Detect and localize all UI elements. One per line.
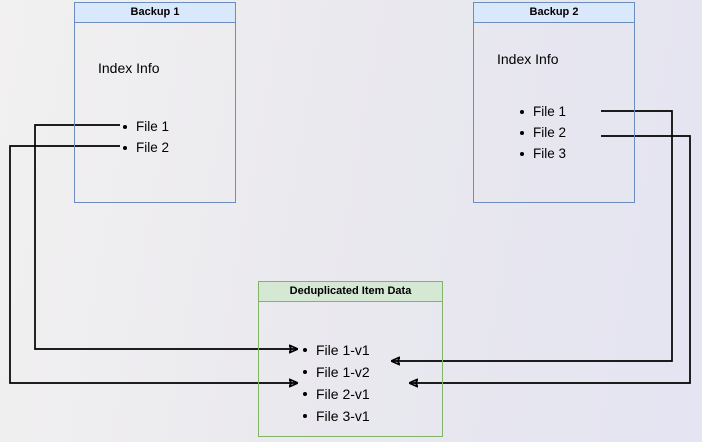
list-item[interactable]: File 1-v1 [300, 339, 370, 361]
list-item[interactable]: File 1 [120, 116, 169, 137]
list-item[interactable]: File 1-v2 [300, 361, 370, 383]
dedup-title: Deduplicated Item Data [289, 285, 412, 297]
backup-1-index-info-label: Index Info [98, 60, 160, 76]
dedup-item-list: File 1-v1 File 1-v2 File 2-v1 File 3-v1 [300, 339, 370, 427]
dedup-header: Deduplicated Item Data [259, 282, 442, 302]
list-item[interactable]: File 2-v1 [300, 383, 370, 405]
backup-2-header: Backup 2 [474, 3, 634, 23]
backup-2-title: Backup 2 [529, 6, 579, 18]
list-item[interactable]: File 2 [517, 122, 566, 143]
backup-2-file-list: File 1 File 2 File 3 [517, 101, 566, 164]
backup-1-title: Backup 1 [130, 6, 180, 18]
list-item[interactable]: File 3 [517, 143, 566, 164]
list-item[interactable]: File 1 [517, 101, 566, 122]
backup-2-index-info-label: Index Info [497, 51, 559, 67]
backup-1-file-list: File 1 File 2 [120, 116, 169, 158]
deduplicated-item-data-box[interactable]: Deduplicated Item Data [258, 281, 443, 437]
backup-1-header: Backup 1 [75, 3, 235, 23]
backup-1-box[interactable]: Backup 1 [74, 2, 236, 203]
list-item[interactable]: File 3-v1 [300, 405, 370, 427]
list-item[interactable]: File 2 [120, 137, 169, 158]
backup-2-box[interactable]: Backup 2 [473, 2, 635, 203]
